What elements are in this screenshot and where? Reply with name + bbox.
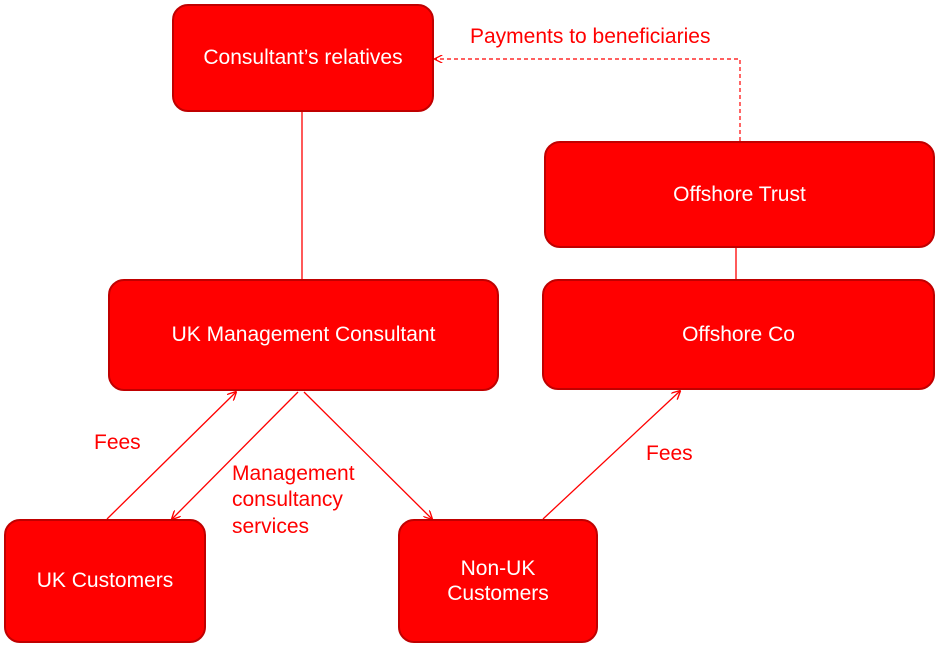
fees-arrow-offshore — [542, 391, 680, 520]
label-fees-offshore: Fees — [646, 442, 693, 465]
node-non-uk-customers: Non-UK Customers — [398, 519, 598, 643]
payments-arrow — [435, 59, 741, 141]
label-fees-uk: Fees — [94, 431, 141, 454]
node-consultants-relatives: Consultant’s relatives — [172, 4, 434, 112]
fees-arrow-uk — [106, 392, 236, 520]
services-arrow-non-uk — [303, 391, 432, 519]
node-uk-customers: UK Customers — [4, 519, 206, 643]
node-offshore-trust: Offshore Trust — [544, 141, 935, 248]
label-payments-to-beneficiaries: Payments to beneficiaries — [470, 25, 711, 48]
node-uk-management-consultant: UK Management Consultant — [108, 279, 499, 391]
services-arrow — [172, 391, 299, 519]
label-management-consultancy-services: Management consultancy services — [232, 462, 355, 538]
node-offshore-co: Offshore Co — [542, 279, 935, 390]
